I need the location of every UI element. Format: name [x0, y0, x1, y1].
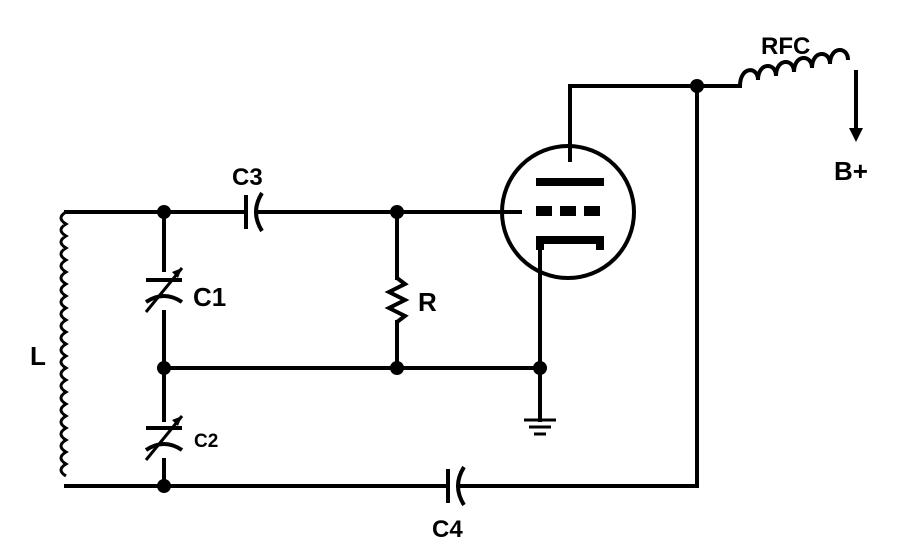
label-c1: C1 — [193, 282, 226, 312]
junction-dot — [157, 205, 171, 219]
label-c4: C4 — [432, 516, 463, 543]
capacitor-c4 — [446, 465, 466, 507]
label-l: L — [30, 341, 46, 371]
tube-cathode — [536, 236, 604, 244]
junction-dot — [533, 361, 547, 375]
tube-grid — [536, 206, 552, 216]
variable-capacitor-c1 — [144, 267, 184, 313]
arrow-down-icon — [849, 128, 863, 142]
junction-dot — [690, 79, 704, 93]
junction-dot — [157, 361, 171, 375]
junction-dot — [157, 479, 171, 493]
label-c3: C3 — [232, 164, 263, 191]
label-c2: C2 — [194, 431, 218, 452]
ground-symbol — [524, 418, 556, 436]
junction-dot — [390, 205, 404, 219]
variable-capacitor-c2 — [144, 415, 184, 461]
label-rfc: RFC — [761, 33, 810, 60]
resistor-r — [384, 276, 410, 324]
vacuum-tube — [500, 144, 636, 280]
inductor-l — [59, 210, 69, 478]
wires — [64, 84, 742, 488]
label-b-plus: B+ — [834, 156, 868, 186]
rf-choke — [738, 48, 863, 142]
capacitor-c3 — [244, 191, 264, 233]
label-r: R — [418, 287, 437, 317]
junction-dots — [157, 79, 704, 493]
junction-dot — [390, 361, 404, 375]
tube-plate — [536, 178, 604, 186]
